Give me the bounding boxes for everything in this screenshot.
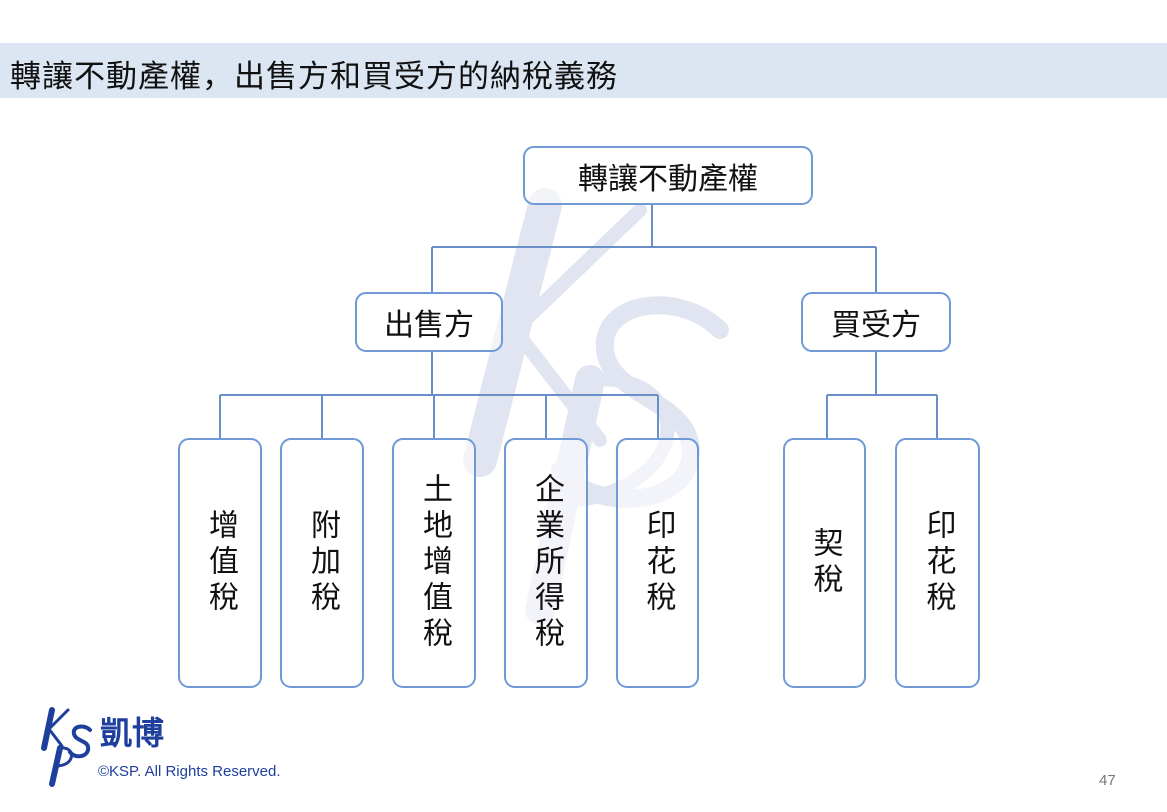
seller-tax-node: 印花稅 xyxy=(616,438,699,688)
tax-label: 增值稅 xyxy=(203,509,238,617)
page-number: 47 xyxy=(1099,772,1116,789)
buyer-node: 買受方 xyxy=(801,292,951,352)
tax-label: 企業所得稅 xyxy=(529,473,564,653)
buyer-tax-node: 契稅 xyxy=(783,438,866,688)
seller-label: 出售方 xyxy=(384,308,474,343)
brand-name: 凱博 xyxy=(100,714,165,752)
root-node: 轉讓不動產權 xyxy=(523,146,813,205)
buyer-tax-node: 印花稅 xyxy=(895,438,980,688)
buyer-label: 買受方 xyxy=(831,308,921,343)
seller-node: 出售方 xyxy=(355,292,503,352)
tax-label: 契稅 xyxy=(807,527,843,599)
slide-title: 轉讓不動產權，出售方和買受方的納稅義務 xyxy=(10,59,618,95)
tax-label: 附加稅 xyxy=(305,509,340,617)
seller-tax-node: 附加稅 xyxy=(280,438,364,688)
tax-label: 印花稅 xyxy=(640,509,676,617)
root-label: 轉讓不動產權 xyxy=(578,161,758,197)
title-bar: 轉讓不動產權，出售方和買受方的納稅義務 xyxy=(0,43,1167,98)
seller-tax-node: 企業所得稅 xyxy=(504,438,588,688)
tax-label: 土地增值稅 xyxy=(417,473,452,653)
seller-tax-node: 土地增值稅 xyxy=(392,438,476,688)
ksp-logo-icon xyxy=(41,707,92,787)
copyright: ©KSP. All Rights Reserved. xyxy=(98,763,281,780)
seller-tax-node: 增值稅 xyxy=(178,438,262,688)
tax-label: 印花稅 xyxy=(920,509,956,617)
